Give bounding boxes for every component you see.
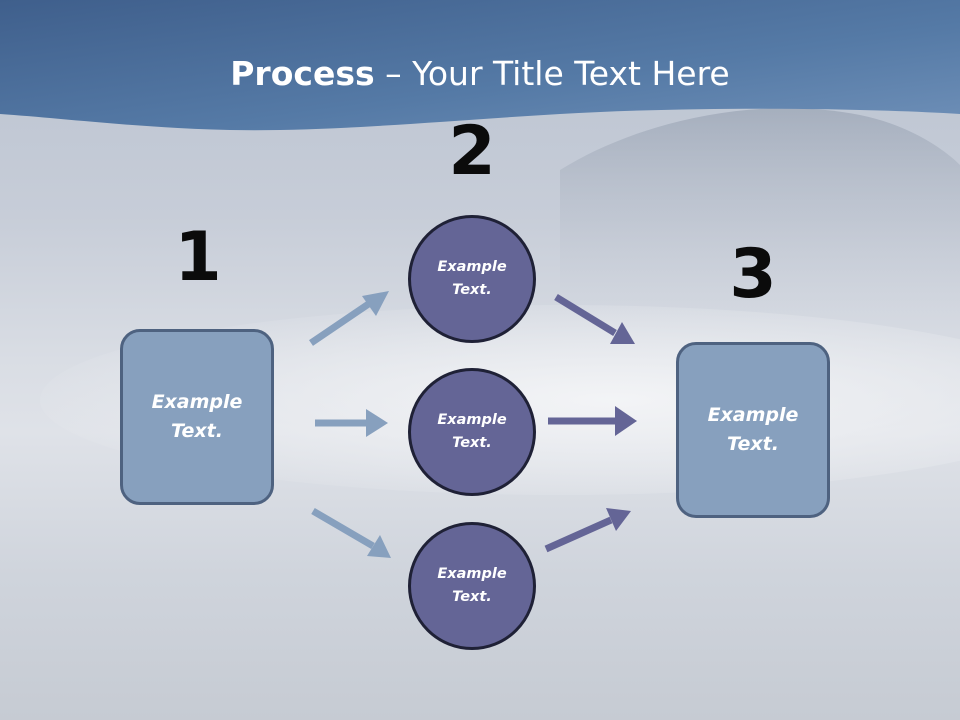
arrow-1-to-circle-1 bbox=[309, 291, 389, 346]
step-2-circle-2-text: Example Text. bbox=[437, 412, 507, 451]
step-1-text: Example Text. bbox=[151, 391, 243, 442]
step-2-circle-3-text: Example Text. bbox=[437, 566, 507, 605]
step-3-number: 3 bbox=[729, 235, 777, 314]
step-1-number: 1 bbox=[174, 218, 222, 297]
step-2-circle-1-text: Example Text. bbox=[437, 259, 507, 298]
step-2-circle-1: Example Text. bbox=[408, 215, 536, 343]
arrow-1-to-circle-3 bbox=[311, 507, 391, 558]
arrow-circle-2-to-3 bbox=[548, 406, 637, 436]
step-3-text: Example Text. bbox=[707, 404, 799, 455]
header-band bbox=[0, 0, 960, 131]
step-2-circle-2: Example Text. bbox=[408, 368, 536, 496]
arrow-1-to-circle-2 bbox=[315, 409, 388, 437]
step-2-number: 2 bbox=[448, 112, 496, 191]
arrow-circle-3-to-3 bbox=[544, 508, 631, 553]
arrow-circle-1-to-3 bbox=[554, 294, 635, 344]
step-3-box: Example Text. bbox=[676, 342, 830, 518]
slide-title: Process – Your Title Text Here bbox=[0, 52, 960, 96]
title-bold: Process bbox=[230, 54, 375, 93]
step-1-box: Example Text. bbox=[120, 329, 274, 505]
title-rest: – Your Title Text Here bbox=[374, 54, 730, 93]
step-2-circle-3: Example Text. bbox=[408, 522, 536, 650]
hill-silhouette bbox=[560, 108, 960, 320]
